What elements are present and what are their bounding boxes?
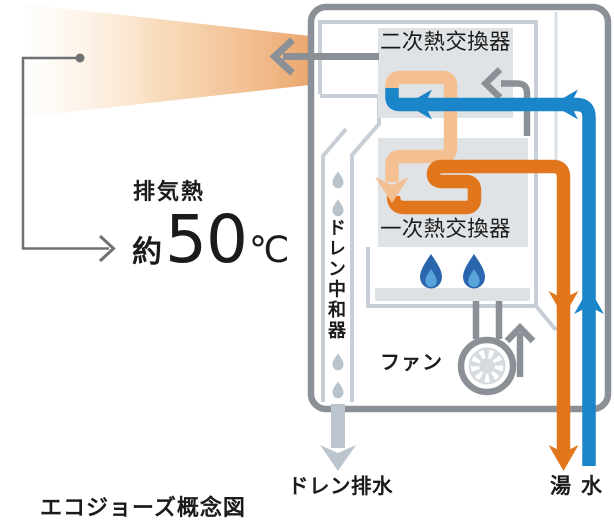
fan-label: ファン xyxy=(380,350,443,374)
hot-water-pipe xyxy=(386,159,571,458)
burner-flame-icon xyxy=(463,254,485,289)
cold-water-pipe xyxy=(385,88,596,466)
panel-corner-vent xyxy=(534,304,558,332)
secondary-heat-exchanger-label: 二次熱交換器 xyxy=(380,30,511,55)
exhaust-out-arrow-icon xyxy=(269,37,379,76)
cold-water-label: 水 xyxy=(581,474,602,498)
drain-channel-wall xyxy=(321,127,348,402)
preheat-pipe xyxy=(385,70,458,182)
temp-value: 50 xyxy=(165,201,248,278)
preheat-arrow-icon xyxy=(375,177,409,203)
burner-flame-icon xyxy=(420,254,442,289)
exhaust-flow-arrow-icon xyxy=(480,67,531,136)
exhaust-plume xyxy=(24,4,310,117)
drain-neutralizer-label: ドレン中和器 xyxy=(325,218,346,341)
temp-unit: ℃ xyxy=(248,230,290,271)
burner-bar xyxy=(375,288,530,301)
diagram-caption: エコジョーズ概念図 xyxy=(40,495,246,521)
cold-water-arrow-icon xyxy=(406,89,604,314)
exhaust-callout-line xyxy=(21,56,116,263)
fan-icon xyxy=(457,301,517,396)
callout-dot xyxy=(75,53,85,63)
temp-approx-prefix: 約 xyxy=(132,235,162,270)
airflow-up-arrow-icon xyxy=(504,322,536,377)
drain-funnel xyxy=(320,94,381,402)
hot-water-arrow-icon xyxy=(548,291,579,471)
drain-arrow-icon xyxy=(320,404,356,471)
drain-drop-icon xyxy=(332,171,344,399)
callout-arrow-icon xyxy=(98,234,116,263)
drain-outlet-label: ドレン排水 xyxy=(288,474,393,498)
exhaust-heat-label: 排気熱 xyxy=(133,180,206,205)
hot-water-label: 湯 xyxy=(550,474,571,498)
exhaust-temperature: 約 50 ℃ xyxy=(132,207,289,273)
primary-heat-exchanger-label: 一次熱交換器 xyxy=(380,217,511,242)
